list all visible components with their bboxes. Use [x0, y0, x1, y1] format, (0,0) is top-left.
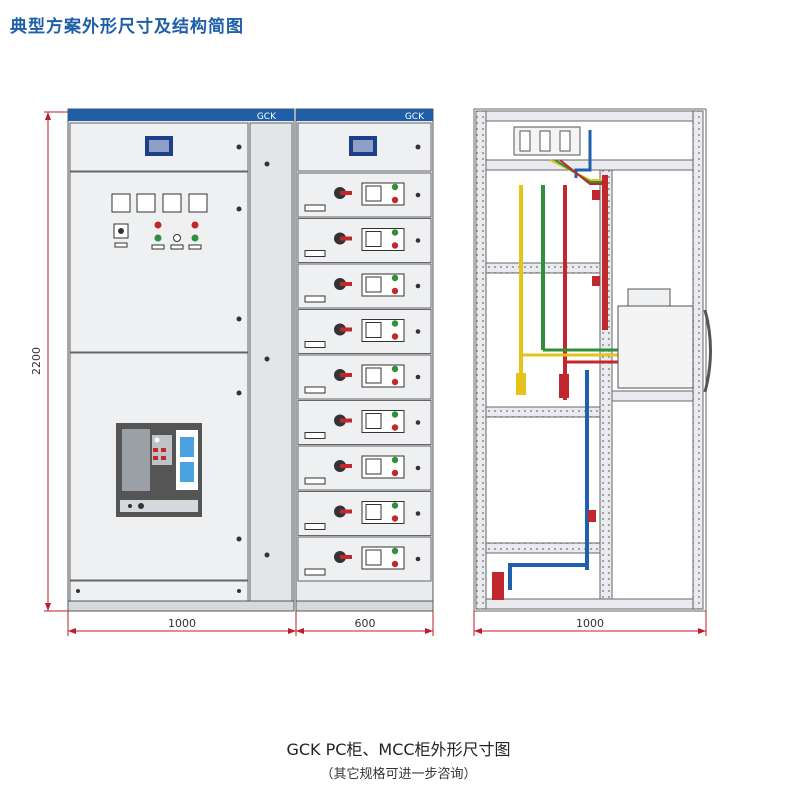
mcc-drawer-unit	[297, 491, 432, 536]
busbar-green	[541, 185, 545, 350]
breaker-unit	[617, 305, 694, 389]
pc-header-bar	[68, 109, 294, 121]
mcc-drawer-unit	[297, 309, 432, 354]
mcc-drawer-unit	[297, 172, 432, 218]
dim-side-width-label: 1000	[576, 617, 604, 630]
busbar-blue	[585, 370, 589, 570]
mcc-drawer-unit	[297, 400, 432, 445]
page-title: 典型方案外形尺寸及结构简图	[10, 17, 244, 37]
mcc-drawer-unit	[297, 218, 432, 263]
mcc-drawer-unit	[297, 354, 432, 400]
pc-header-label: GCK	[257, 112, 277, 122]
mcc-cabinet: GCK	[295, 108, 434, 612]
dimensions	[44, 111, 707, 636]
mcc-drawer-unit	[297, 536, 432, 582]
diagram-subcaption: （其它规格可进一步咨询）	[320, 767, 477, 782]
dim-mcc-width-label: 600	[355, 617, 376, 630]
diagram-caption: GCK PC柜、MCC柜外形尺寸图	[286, 740, 511, 759]
side-view	[473, 108, 712, 612]
busbar-red	[563, 185, 567, 400]
dim-height-label: 2200	[30, 347, 43, 375]
mcc-drawer-unit	[297, 263, 432, 309]
mcc-header-bar	[296, 109, 433, 121]
dim-pc-width-label: 1000	[168, 617, 196, 630]
pc-cabinet: GCK	[67, 108, 295, 612]
mcc-drawer-unit	[297, 445, 432, 491]
mcc-header-label: GCK	[405, 112, 425, 122]
meter-row	[111, 193, 208, 213]
busbar-yellow	[519, 185, 523, 395]
